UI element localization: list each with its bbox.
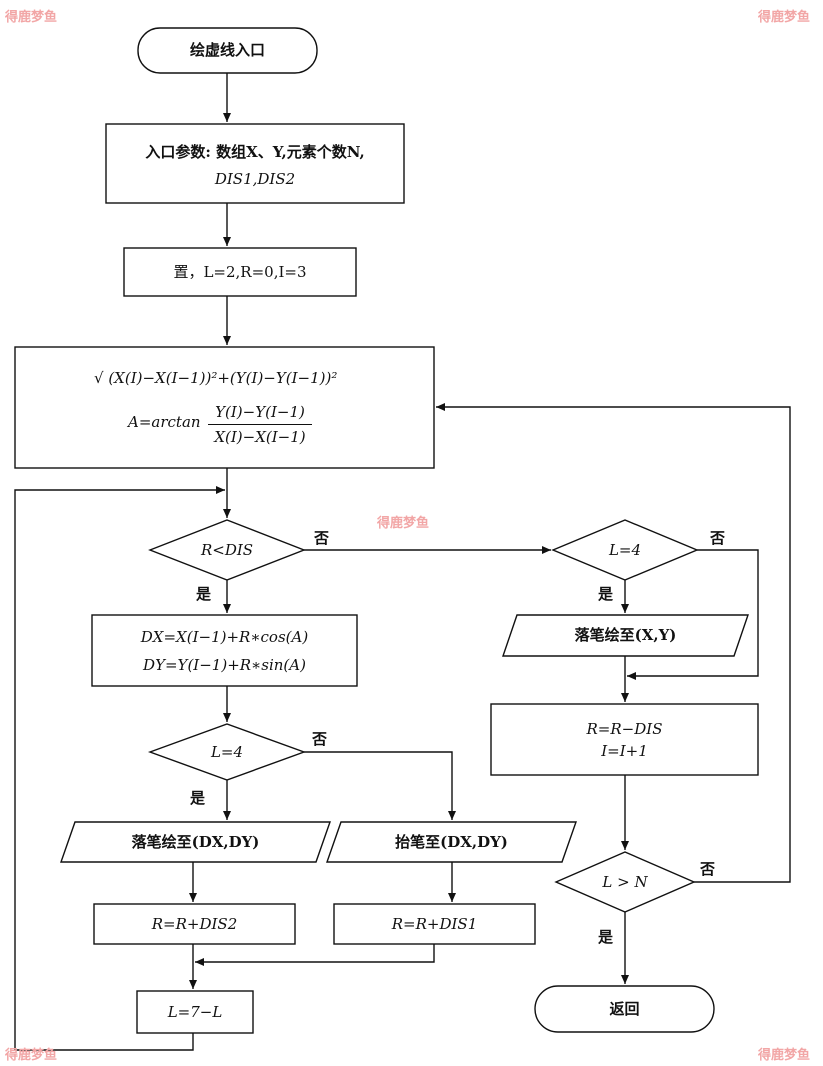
calc-a-fraction-bar	[208, 424, 312, 425]
r-plus-dis2-box	[93, 903, 296, 945]
branch-no-l4-right: 否	[710, 529, 726, 547]
watermark-bottom-right: 得鹿梦鱼	[758, 1048, 811, 1063]
pen-up-dxdy-label: 抬笔至(DX,DY)	[395, 833, 508, 851]
pen-down-dxdy-parallelogram	[60, 821, 331, 863]
dy-label: DY=Y(I−1)+R∗sin(A)	[143, 656, 306, 674]
watermark-bottom-left: 得鹿梦鱼	[5, 1048, 58, 1063]
branch-yes-ln: 是	[598, 928, 614, 946]
calc-a-prefix: A=arctan	[128, 413, 201, 431]
watermark-top-left: 得鹿梦鱼	[5, 10, 58, 25]
dx-label: DX=X(I−1)+R∗cos(A)	[140, 628, 309, 646]
calc-a-denominator: X(I)−X(I−1)	[214, 428, 306, 446]
branch-no-l4-left: 否	[312, 730, 328, 748]
pen-down-dxdy-label: 落笔绘至(DX,DY)	[131, 833, 260, 851]
init-label: 置，L=2,R=0,I=3	[173, 263, 307, 281]
start-label: 绘虚线入口	[189, 41, 265, 59]
cond-ln-label: L > N	[602, 873, 648, 891]
branch-no-ln: 否	[700, 860, 716, 878]
return-label: 返回	[609, 1000, 640, 1018]
flow-connectors	[14, 73, 791, 1051]
r-plus-dis1-label: R=R+DIS1	[391, 915, 478, 933]
r-plus-dis2-label: R=R+DIS2	[151, 915, 238, 933]
params-label-line1: 入口参数: 数组X、Y,元素个数N,	[145, 143, 365, 161]
dx-dy-box	[91, 614, 358, 687]
l-toggle-label: L=7−L	[167, 1003, 223, 1021]
cond-r-label: R<DIS	[200, 541, 254, 559]
l-toggle-box	[136, 990, 254, 1034]
watermark-middle: 得鹿梦鱼	[377, 516, 430, 531]
cond-l4-right-label: L=4	[608, 541, 642, 559]
init-box	[123, 247, 357, 297]
pen-down-xy-parallelogram	[502, 614, 749, 657]
cond-l4-left-label: L=4	[210, 743, 244, 761]
branch-yes-l4-right: 是	[598, 585, 614, 603]
params-label-line2: DIS1,DIS2	[214, 170, 296, 188]
branch-yes-r: 是	[196, 585, 212, 603]
update-i-label: I=I+1	[601, 742, 648, 760]
watermark-top-right: 得鹿梦鱼	[758, 10, 811, 25]
pen-down-xy-label: 落笔绘至(X,Y)	[574, 626, 677, 644]
calc-a-numerator: Y(I)−Y(I−1)	[215, 403, 305, 421]
params-box	[105, 123, 405, 204]
branch-yes-l4-left: 是	[190, 789, 206, 807]
update-r-label: R=R−DIS	[586, 720, 663, 738]
update-r-box	[490, 703, 759, 776]
calc-sqrt-label: √ (X(I)−X(I−1))²+(Y(I)−Y(I−1))²	[94, 369, 338, 387]
branch-no-r: 否	[314, 529, 330, 547]
calc-box	[14, 346, 435, 469]
pen-up-dxdy-parallelogram	[326, 821, 577, 863]
return-terminal	[534, 985, 715, 1033]
